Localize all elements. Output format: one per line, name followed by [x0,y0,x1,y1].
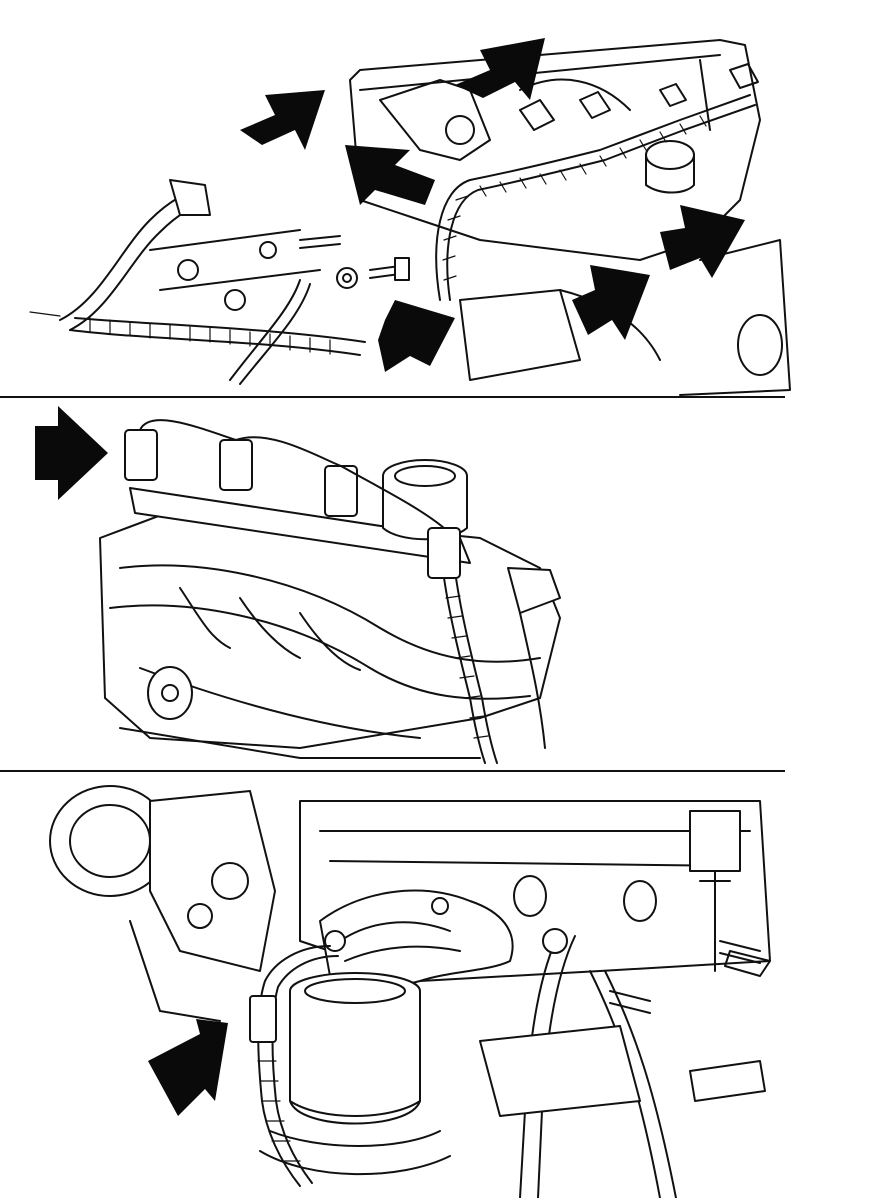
engine-harness-drawing [29,38,791,396]
arrow-icon [345,145,435,205]
panel-exhaust-manifold [0,771,880,1198]
arrow-icon [572,265,650,340]
sub-harness [59,179,366,385]
throttle-body-area [29,239,791,396]
panel-divider [0,396,785,398]
callout-arrows [35,406,108,500]
panel-divider [0,770,785,772]
arrow-icon [35,406,108,500]
alternator [49,785,276,1022]
exhaust-manifold [319,889,514,992]
arrow-icon [455,38,545,100]
panel-engine-harness [0,0,880,398]
oxygen-sensor-harness [249,945,339,1187]
intake-manifold-drawing [35,406,561,764]
ancillary-lines [479,928,766,1198]
arrow-icon [148,1019,228,1116]
fuel-rail [129,459,471,564]
callout-arrows [148,1019,228,1116]
panel-intake-manifold [0,398,880,771]
fasteners [299,235,410,289]
arrow-icon [240,90,325,150]
engine-block [349,39,761,261]
fuel-injector-connectors [124,419,561,764]
catalytic-converter [259,972,451,1176]
arrow-icon [378,300,455,372]
wiring-harness [435,63,759,301]
intake-manifold [99,507,561,759]
arrow-icon [660,205,745,278]
exhaust-manifold-drawing [49,785,771,1198]
callout-arrows [240,38,745,372]
